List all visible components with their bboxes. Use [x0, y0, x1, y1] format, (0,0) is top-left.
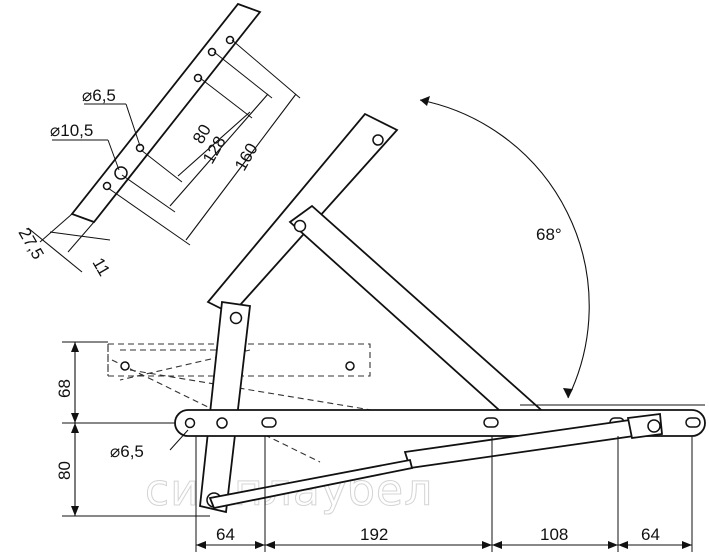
arm-hole: [293, 219, 307, 233]
bracket-hole: [102, 181, 112, 191]
label-angle: 68°: [536, 225, 562, 244]
label-seg-64-right: 64: [641, 525, 660, 544]
closed-hole: [345, 361, 355, 371]
rail-slot: [261, 417, 277, 428]
bracket-hole: [207, 47, 217, 57]
horizontal-dimensions: [195, 436, 693, 552]
bracket-hole: [225, 35, 235, 45]
label-width-11: 11: [89, 255, 114, 280]
strut-hole: [647, 419, 661, 433]
bracket-hole: [193, 73, 203, 83]
sash-hole: [372, 134, 384, 146]
rail-slot: [685, 417, 701, 428]
label-base-hole: ⌀6,5: [110, 442, 144, 461]
label-seg-64-left: 64: [216, 525, 235, 544]
mounting-bracket: [70, 2, 262, 224]
rail-hole: [216, 417, 228, 429]
rail-hole: [184, 417, 196, 429]
label-height-68: 68: [55, 379, 74, 398]
label-seg-192: 192: [360, 525, 388, 544]
label-hole-small: ⌀6,5: [82, 86, 116, 105]
long-arm: [288, 204, 550, 438]
short-arm-hole: [229, 311, 243, 325]
bracket-dimension-lines: [27, 39, 301, 273]
label-offset-27-5: 27,5: [15, 225, 48, 263]
angle-indicator: [419, 96, 705, 406]
rail-slot: [483, 417, 499, 428]
label-hole-large: ⌀10,5: [50, 121, 93, 140]
label-seg-108: 108: [540, 525, 568, 544]
gas-strut: [208, 412, 663, 510]
closed-hole: [120, 361, 130, 371]
vertical-dimensions: [62, 341, 210, 517]
label-height-80: 80: [55, 461, 74, 480]
